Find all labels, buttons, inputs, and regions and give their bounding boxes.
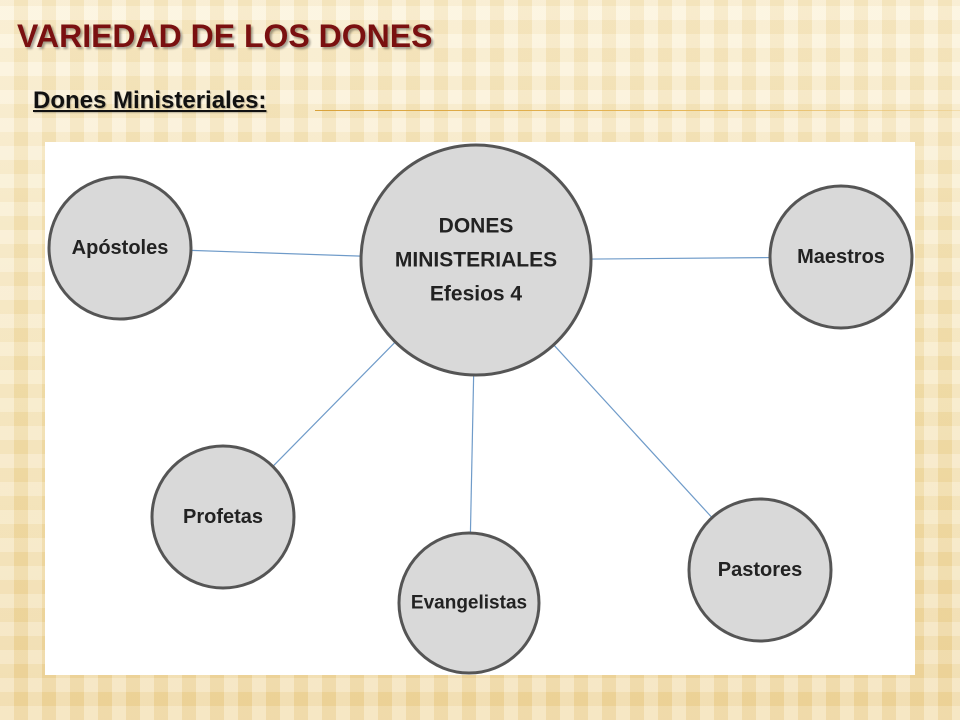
edge-center-maestros xyxy=(590,256,771,260)
node-label-center-0: DONES xyxy=(439,215,514,238)
edge-center-profetas xyxy=(272,341,396,467)
title-rule xyxy=(315,110,960,111)
slide-title: VARIEDAD DE LOS DONES xyxy=(17,18,433,54)
node-label-center-2: Efesios 4 xyxy=(430,283,523,306)
node-evangelistas: Evangelistas xyxy=(397,531,541,675)
node-circle-maestros xyxy=(768,184,914,330)
node-circle-center xyxy=(359,143,593,377)
slide-subtitle: Dones Ministeriales: xyxy=(33,87,267,114)
edges-layer xyxy=(190,249,771,534)
node-circle-profetas xyxy=(150,444,296,590)
node-label-profetas: Profetas xyxy=(183,506,263,528)
node-circle-pastores xyxy=(687,497,833,643)
node-center: DONES MINISTERIALES Efesios 4 xyxy=(359,143,593,377)
node-label-apostoles: Apóstoles xyxy=(72,237,169,259)
node-label-center-1: MINISTERIALES xyxy=(395,249,557,272)
node-maestros: Maestros xyxy=(768,184,914,330)
node-label-maestros: Maestros xyxy=(797,246,885,268)
node-apostoles: Apóstoles xyxy=(47,175,193,321)
node-circle-apostoles xyxy=(47,175,193,321)
edge-center-apostoles xyxy=(190,249,362,257)
node-circle-evangelistas xyxy=(397,531,541,675)
nodes-layer: DONES MINISTERIALES Efesios 4 Apóstoles Maes… xyxy=(47,143,914,675)
edge-center-pastores xyxy=(553,344,713,519)
node-profetas: Profetas xyxy=(150,444,296,590)
node-label-pastores: Pastores xyxy=(718,559,803,581)
edge-center-evangelistas xyxy=(469,374,475,534)
node-pastores: Pastores xyxy=(687,497,833,643)
node-label-evangelistas: Evangelistas xyxy=(411,593,527,614)
